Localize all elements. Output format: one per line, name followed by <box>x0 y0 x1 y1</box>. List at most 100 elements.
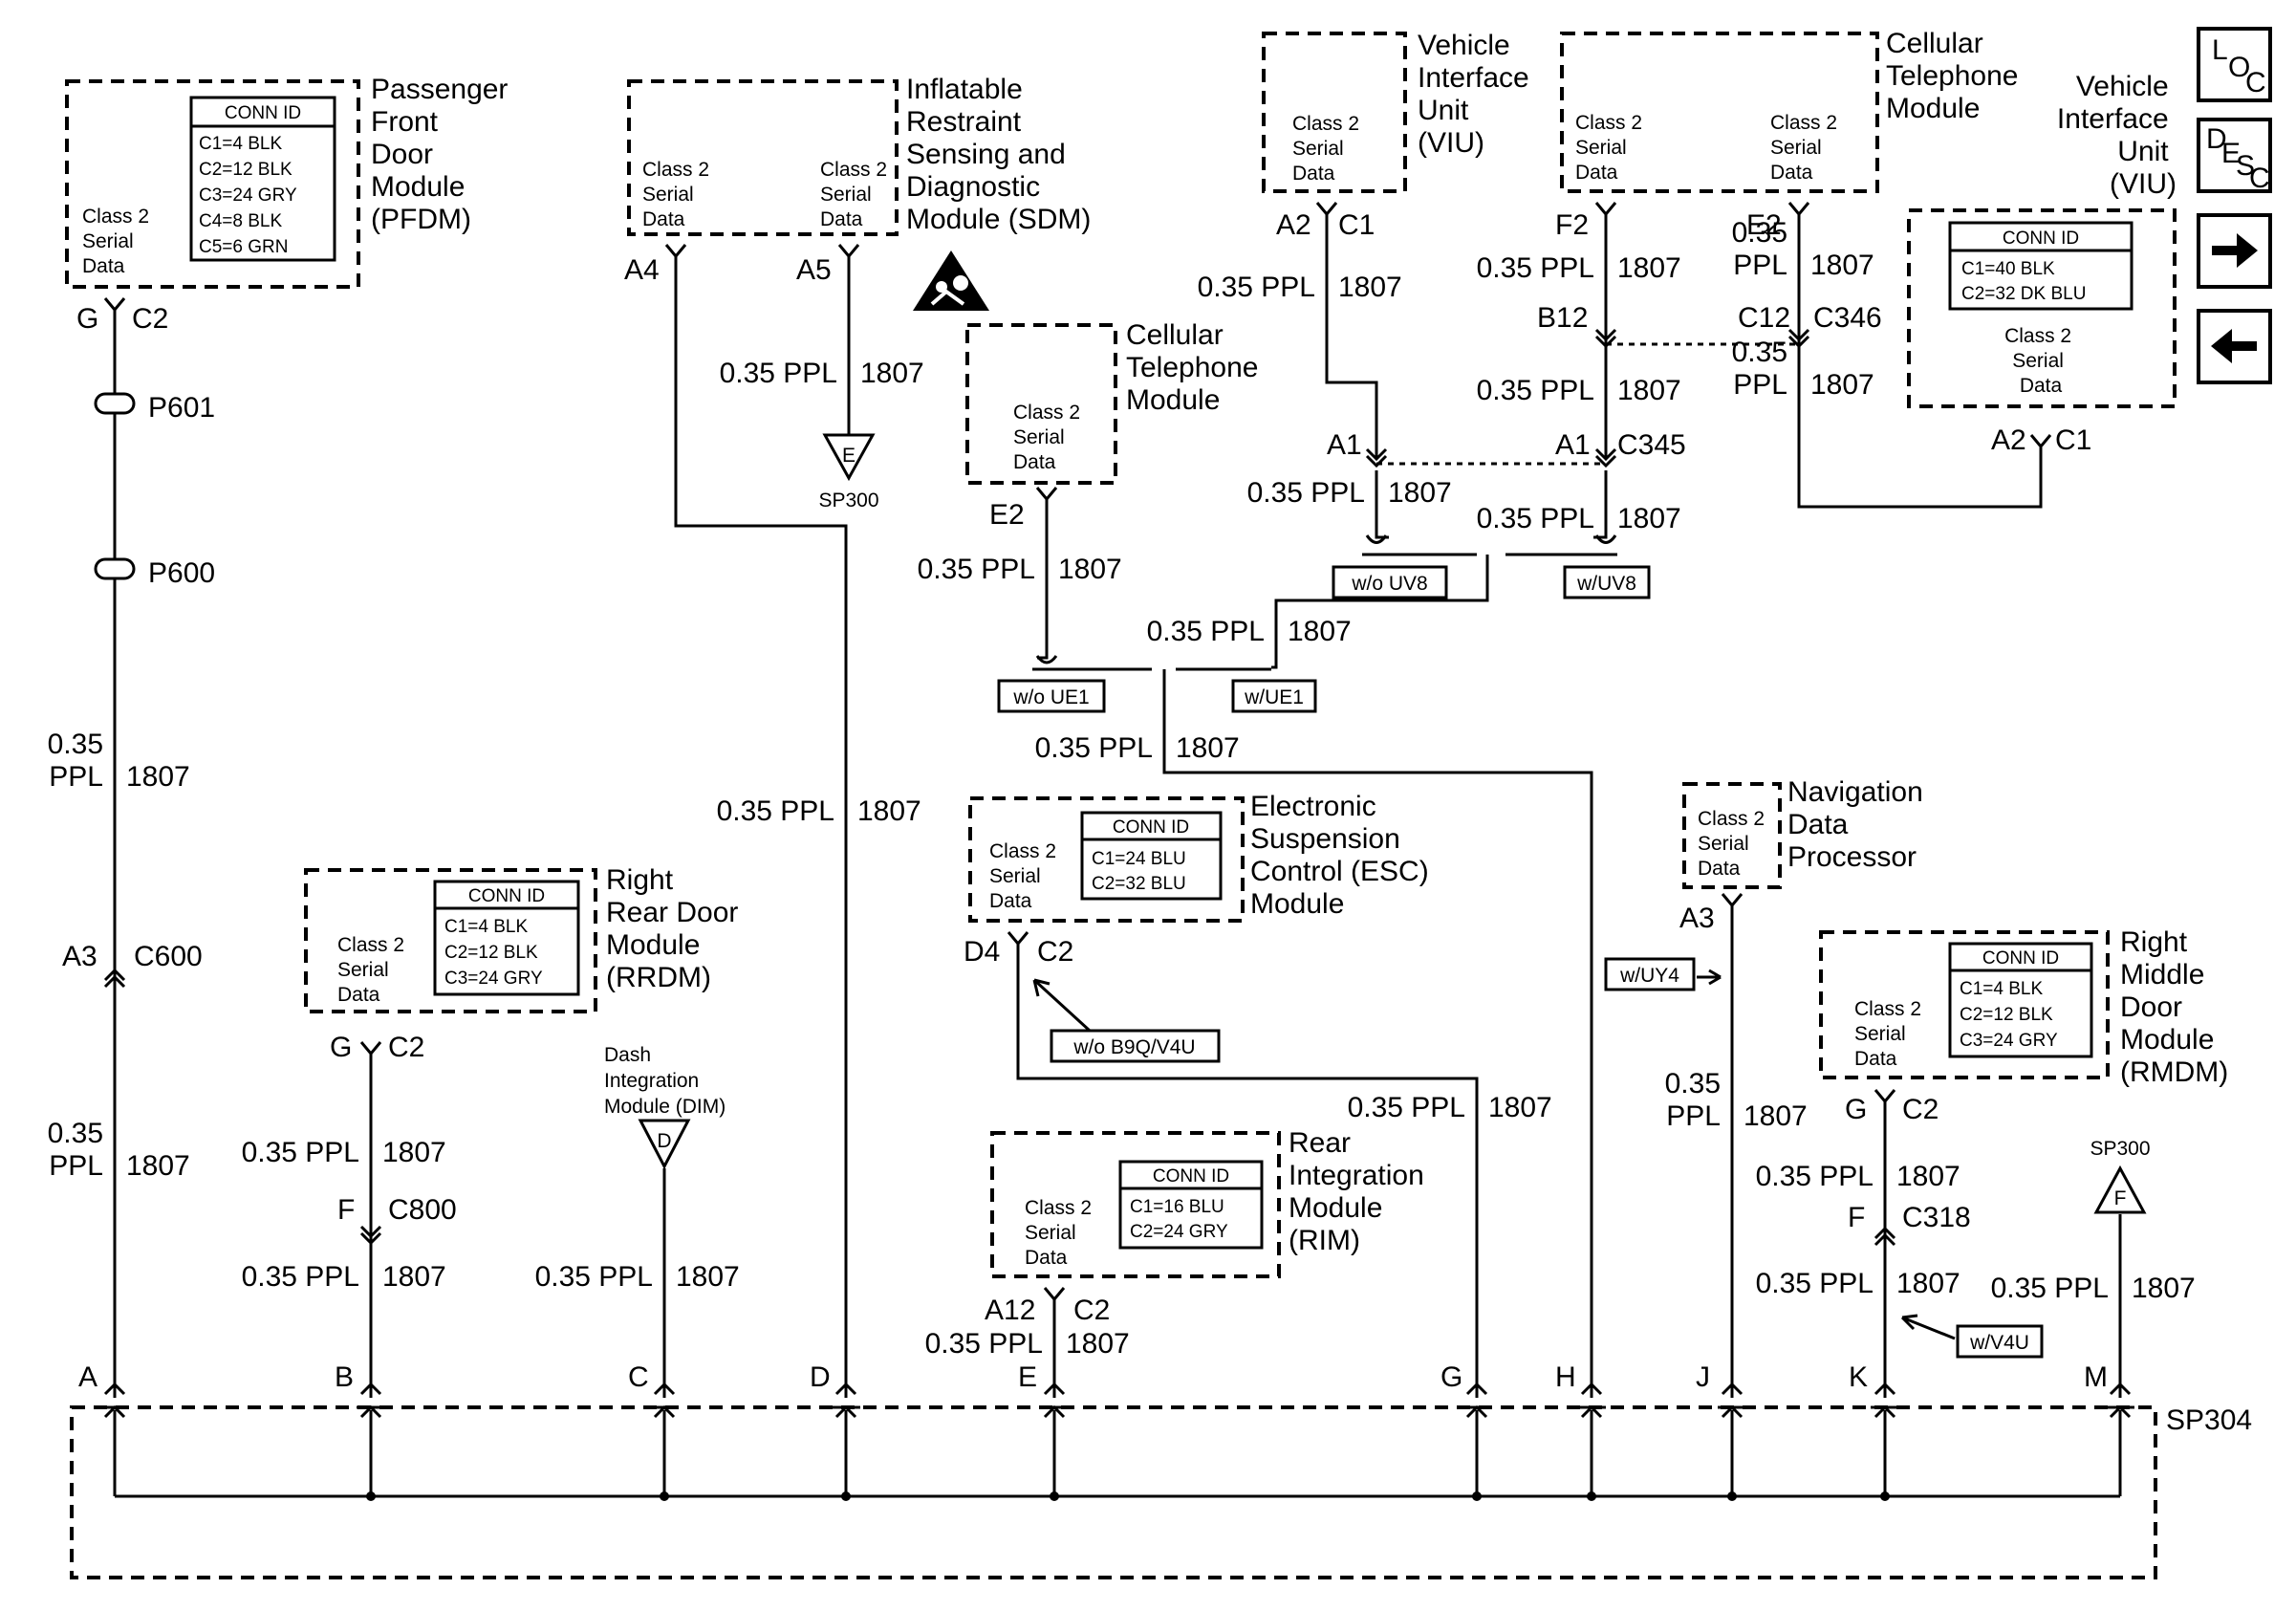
wire-circuit-ctm-mid: 1807 <box>1058 554 1122 585</box>
viu-top-class2-label: Class 2 Serial Data <box>1292 113 1365 185</box>
bus-pin-c: C <box>628 1361 649 1393</box>
ctm-top-class2-right: Class 2 Serial Data <box>1770 112 1843 184</box>
wire-circuit-ctm-e2-b12: 1807 <box>1617 375 1681 406</box>
wire-circuit-uv8-merge: 1807 <box>1288 616 1352 647</box>
svg-text:P601: P601 <box>148 392 215 424</box>
loc-letter-o: O <box>2228 52 2250 83</box>
module-esc: Class 2 Serial Data CONN ID C1=24 BLU C2… <box>968 791 1429 923</box>
module-viu-top: Class 2 Serial Data Vehicle Interface Un… <box>1262 30 1537 193</box>
svg-text:G: G <box>76 303 98 335</box>
splice-f-letter: F <box>2114 1187 2127 1209</box>
ndp-class2-label: Class 2 Serial Data <box>1698 808 1770 880</box>
wire-gauge-color-pfdm-lower: PPL <box>49 1150 103 1182</box>
wire-gauge-num-pfdm-lower: 0.35 <box>48 1118 103 1149</box>
bus-pin-h: H <box>1555 1361 1576 1393</box>
splice-sp300-label-top: SP300 <box>818 490 878 512</box>
svg-text:C318: C318 <box>1902 1202 1971 1233</box>
option-w-uv8: w/UV8 <box>1563 565 1651 599</box>
module-rmdm: Class 2 Serial Data CONN ID C1=4 BLK C2=… <box>1819 926 2228 1088</box>
wire-gauge-rmdm-upper: 0.35 PPL <box>1756 1161 1874 1192</box>
svg-text:C346: C346 <box>1813 302 1882 334</box>
svg-text:G: G <box>330 1032 352 1063</box>
desc-letter-e: E <box>2221 138 2241 169</box>
wire-circuit-sp300-f: 1807 <box>2132 1273 2196 1304</box>
svg-text:C2: C2 <box>388 1032 424 1063</box>
loc-button[interactable]: L O C <box>2197 27 2272 102</box>
svg-text:E2: E2 <box>1746 209 1782 241</box>
wire-gauge-c345-left: 0.35 PPL <box>1247 477 1365 509</box>
bus-pin-j: J <box>1696 1361 1710 1393</box>
rmdm-class2-label: Class 2 Serial Data <box>1854 998 1927 1070</box>
wire-circuit-ctm-f2: 1807 <box>1617 252 1681 284</box>
viu-right-class2-label: Class 2 Serial Data <box>2004 325 2077 397</box>
module-rim: Class 2 Serial Data CONN ID C1=16 BLU C2… <box>990 1127 1424 1278</box>
pfdm-name: Passenger Front Door Module (PFDM) <box>371 74 516 235</box>
option-w-uy4: w/UY4 <box>1604 957 1696 991</box>
desc-letter-s: S <box>2236 150 2255 182</box>
bus-pin-e: E <box>1018 1361 1037 1393</box>
svg-text:D4: D4 <box>964 936 1000 968</box>
svg-text:C600: C600 <box>134 941 203 972</box>
svg-text:A3: A3 <box>62 941 97 972</box>
svg-text:w/o UE1: w/o UE1 <box>1012 686 1089 708</box>
wire-gauge-ctm-e2-b12: 0.35 PPL <box>1477 375 1594 406</box>
wire-circuit-ndp: 1807 <box>1744 1100 1808 1132</box>
bus-pin-k: K <box>1849 1361 1868 1393</box>
wire-circuit-rim: 1807 <box>1066 1328 1130 1360</box>
viu-right-conn-id-table: CONN ID C1=40 BLK C2=32 DK BLU <box>1948 221 2134 311</box>
connector-marks <box>96 202 2134 1419</box>
esc-class2-label: Class 2 Serial Data <box>989 840 1062 912</box>
svg-text:B12: B12 <box>1537 302 1588 334</box>
sdm-name: Inflatable Restraint Sensing and Diagnos… <box>906 74 1091 235</box>
wire-gauge-num-c346-lower: 0.35 <box>1732 337 1787 368</box>
wire-circuit-rrdm-lower: 1807 <box>382 1261 446 1293</box>
wire-gauge-sp300-f: 0.35 PPL <box>1991 1273 2109 1304</box>
wire-circuit-viu-a2: 1807 <box>1338 272 1402 303</box>
svg-text:w/o UV8: w/o UV8 <box>1351 573 1427 595</box>
svg-text:C800: C800 <box>388 1194 457 1226</box>
wire-gauge-rrdm-upper: 0.35 PPL <box>242 1137 359 1168</box>
pfdm-class2-label: Class 2 Serial Data <box>82 206 155 277</box>
option-wo-ue1: w/o UE1 <box>997 679 1106 713</box>
svg-text:w/V4U: w/V4U <box>1969 1332 2029 1354</box>
splice-dim-d: D Dash Integration Module (DIM) <box>604 1044 726 1170</box>
svg-text:C1=16 BLU C2=24 GRY: C1=16 BLU C2=24 GRY <box>1130 1197 1229 1242</box>
left-arrow-icon <box>2211 329 2257 363</box>
module-rrdm: Class 2 Serial Data CONN ID C1=4 BLK C2=… <box>304 864 747 1013</box>
ctm-mid-name: Cellular Telephone Module <box>1126 319 1267 416</box>
svg-text:w/UV8: w/UV8 <box>1576 573 1636 595</box>
svg-text:A12: A12 <box>985 1295 1035 1326</box>
svg-text:C1: C1 <box>2055 425 2091 456</box>
prev-page-button[interactable] <box>2197 309 2272 384</box>
svg-text:F: F <box>337 1194 355 1226</box>
svg-text:w/UE1: w/UE1 <box>1244 686 1304 708</box>
svg-text:CONN ID: CONN ID <box>1982 948 2059 969</box>
pin-labels: G C2 A4 A5 A2 C1 F2 E2 C12 C346 B12 A1 A… <box>62 209 2091 1326</box>
rrdm-name: Right Rear Door Module (RRDM) <box>606 864 747 993</box>
rim-conn-id-table: CONN ID C1=16 BLU C2=24 GRY <box>1118 1160 1264 1250</box>
ndp-name: Navigation Data Processor <box>1787 776 1931 873</box>
splice-e-letter: E <box>842 445 856 467</box>
bus-pin-b: B <box>335 1361 354 1393</box>
svg-text:CONN ID: CONN ID <box>468 886 545 906</box>
bus-pin-a: A <box>78 1361 97 1393</box>
svg-text:P600: P600 <box>148 557 215 589</box>
svg-text:A2: A2 <box>1276 209 1311 241</box>
svg-text:C2: C2 <box>132 303 168 335</box>
next-page-button[interactable] <box>2197 213 2272 289</box>
wire-gauge-c345-right: 0.35 PPL <box>1477 503 1594 534</box>
wire-gauge-uv8-merge: 0.35 PPL <box>1147 616 1265 647</box>
wire-gauge-color-c346-lower: PPL <box>1733 369 1787 401</box>
ctm-mid-class2-label: Class 2 Serial Data <box>1013 402 1086 473</box>
option-wo-uv8: w/o UV8 <box>1332 565 1448 599</box>
wire-circuit-sdm-a4: 1807 <box>857 795 921 827</box>
loc-letter-c: C <box>2245 67 2266 98</box>
viu-top-name: Vehicle Interface Unit (VIU) <box>1418 30 1537 159</box>
desc-button[interactable]: D E S C <box>2197 118 2272 194</box>
wire-circuit-rrdm-upper: 1807 <box>382 1137 446 1168</box>
svg-text:CONN ID: CONN ID <box>1153 1166 1229 1186</box>
ctm-top-name: Cellular Telephone Module <box>1886 28 2026 124</box>
wire-gauge-rrdm-lower: 0.35 PPL <box>242 1261 359 1293</box>
desc-letter-c: C <box>2249 163 2270 194</box>
